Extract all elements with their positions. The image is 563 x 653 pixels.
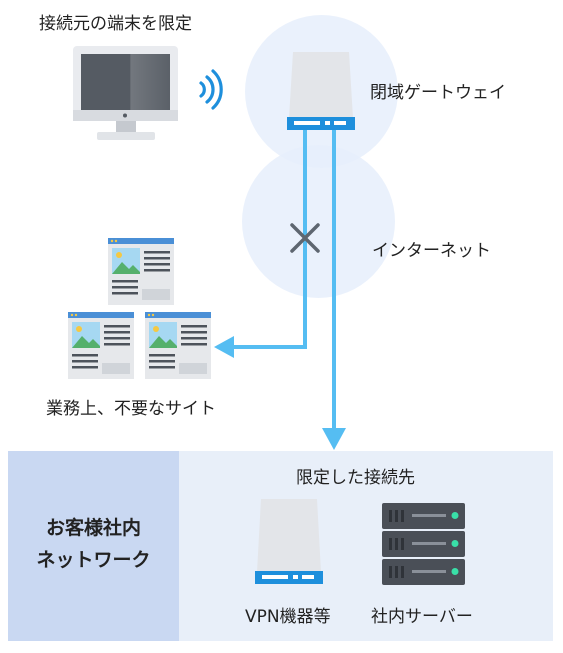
- wireless-signal-icon: [199, 69, 223, 110]
- internet-zone-circle: [242, 145, 395, 298]
- customer-network-line1: お客様社内: [45, 517, 141, 539]
- restricted-terminal-label: 接続元の端末を限定: [39, 14, 192, 34]
- restricted-destination-label: 限定した接続先: [296, 468, 415, 488]
- unnecessary-sites-label: 業務上、不要なサイト: [46, 399, 216, 419]
- website-window-icon: [108, 238, 174, 305]
- blocked-route-arrow: [214, 130, 307, 358]
- customer-network-area: [8, 451, 179, 641]
- website-window-icon: [68, 312, 134, 379]
- internet-label: インターネット: [372, 241, 491, 261]
- vpn-device-icon: [255, 499, 323, 584]
- internal-servers-label: 社内サーバー: [371, 607, 473, 627]
- gateway-device-icon: [287, 52, 355, 130]
- closed-gateway-label: 閉域ゲートウェイ: [370, 83, 506, 103]
- allowed-route-arrow: [322, 130, 346, 450]
- vpn-devices-label: VPN機器等: [245, 607, 331, 627]
- cross-mark-icon: [290, 223, 320, 253]
- desktop-monitor-icon: [73, 46, 178, 140]
- server-rack-icon: [382, 503, 465, 585]
- customer-network-line2: ネットワーク: [36, 549, 151, 571]
- restricted-destination-area: [179, 451, 553, 641]
- customer-network-label: お客様社内 ネットワーク: [8, 512, 179, 576]
- website-window-icon: [145, 312, 211, 379]
